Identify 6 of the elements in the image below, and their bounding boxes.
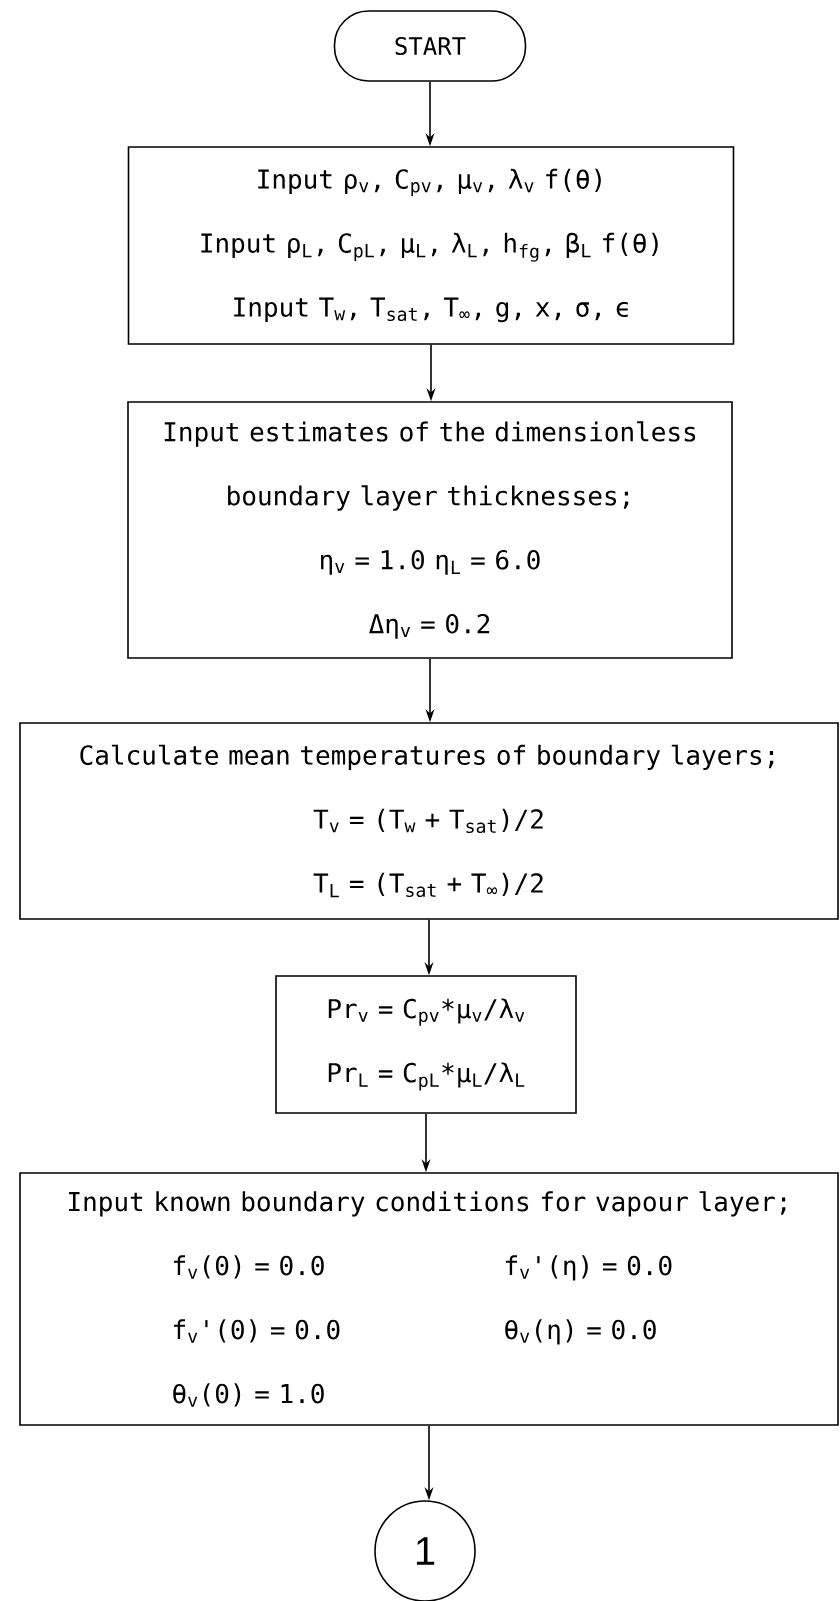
- process-box: Input ρ$_{v}$, C$_{pv}$, μ$_{v}$, λ$_{v}$ f(θ) Input ρ$_{L}$, C$_{pL}$, μ$_{L}$, λ$_{L}$, h$_{fg}$, β$_{L}$ f(θ) Input T$_{w}$, T$_{sat}$, T$_{∞}$, g, x, σ, ϵ: [127, 146, 735, 345]
- process-box: Input estimates of the dimensionless boundary layer thicknesses; η$_{v}$ = 1.0 η$_{L}$ = 6.0 Δη$_{v}$ = 0.2: [127, 401, 733, 659]
- process-box: Input known boundary conditions for vapour layer; f$_{v}$(0) = 0.0 f$_{v}$'(η) = 0.0 f$_{v}$'(0) = 0.0 θ$_{v}$(η) = 0.0 θ$_{v}$(0) = 1.0: [19, 1172, 839, 1426]
- start-terminal: START: [333, 10, 527, 82]
- process-box: Calculate mean temperatures of boundary layers; T$_{v}$ = (T$_{w}$ + T$_{sat}$)/2 T$_{L}$ = (T$_{sat}$ + T$_{∞}$)/2: [19, 722, 839, 920]
- process-box: Pr$_{v}$ = C$_{pv}$*μ$_{v}$/λ$_{v}$ Pr$_{L}$ = C$_{pL}$*μ$_{L}$/λ$_{L}$: [275, 975, 577, 1114]
